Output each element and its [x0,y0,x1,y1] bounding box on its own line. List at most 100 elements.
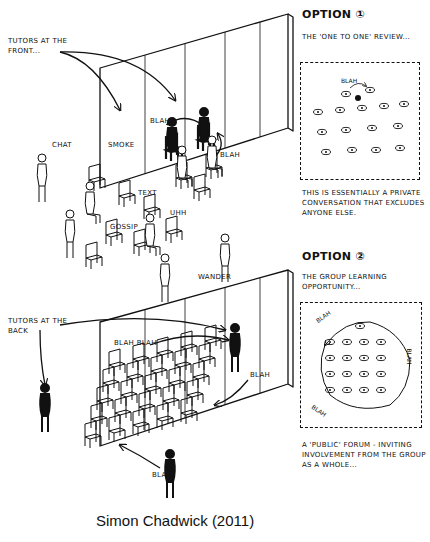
wall-board [100,14,288,188]
annotation-text: BLAH [220,150,260,160]
seat-mark [326,339,335,344]
person-figure [207,136,222,178]
seat-mark [377,371,386,376]
talk-arrow [215,380,248,405]
seat-mark [360,387,369,392]
leader-arrow [60,52,175,100]
plan-inset: BLAH BLAH BLAH [300,302,422,428]
leader-arrow [60,52,120,110]
chair [139,391,155,418]
chair [157,337,173,364]
chair [166,216,182,243]
annotation-text: SMOKE [108,140,148,150]
seat-mark [396,145,405,150]
annotation-text: GOSSIP [110,222,160,232]
chair [181,397,197,424]
annotation-text: WANDER [198,272,248,282]
seat-mark [343,339,352,344]
seat-mark [322,149,331,154]
chair [103,367,119,394]
seat-mark [360,371,369,376]
chair [175,349,191,376]
chair [119,180,135,207]
chair [181,331,197,358]
chair [91,403,107,430]
seat-mark [326,387,335,392]
person-figure [40,384,50,432]
person-figure [230,324,240,372]
seat-mark [394,123,403,128]
leader-arrow [40,330,45,385]
seat-mark [318,129,327,134]
chair [121,379,137,406]
seat-mark [368,125,377,130]
seat-mark [326,355,335,360]
annotation-text: BLAH [250,370,290,380]
caption: Simon Chadwick (2011) [96,512,254,530]
seat-mark [380,103,389,108]
person-figure [65,210,75,258]
annotation-text: TUTORS AT THE FRONT... [8,36,78,56]
seat-mark [314,109,323,114]
seat-mark [348,147,357,152]
annotation-text: BLAH [152,470,192,480]
person-figure [145,214,160,256]
talk-arrow [350,83,366,88]
speech-text: BLAH [310,403,327,418]
annotation-text: A 'PUBLIC' FORUM - INVITING INVOLVEMENT … [302,440,427,470]
chair [133,343,149,370]
annotation-text: THE 'ONE TO ONE' REVIEW... [302,32,422,42]
seat-mark [343,371,352,376]
person-figure [37,154,47,202]
talk-arrow [120,445,160,468]
seat-mark [400,101,409,106]
circular-arrow [321,322,410,408]
chair [151,355,167,382]
annotation-text: TEXT [138,188,178,198]
plan-inset: BLAH [300,62,420,180]
speech-text: BLAH [314,309,331,324]
leader-arrow [60,319,225,330]
seat-mark [342,127,351,132]
wall-board [100,270,288,446]
wall-edge [288,270,293,387]
chair [109,349,125,376]
seat-mark [360,339,369,344]
seat-mark [343,355,352,360]
seat-mark [377,339,386,344]
seat-mark [360,355,369,360]
annotation-text: BLAH BLAH [114,338,184,348]
chair [109,415,125,442]
speech-text: BLAH [406,348,413,364]
chair [85,421,101,448]
chair [157,403,173,430]
tutor-dot [355,95,361,101]
seat-mark [336,107,345,112]
chair [187,379,203,406]
seat-mark [372,147,381,152]
chair [205,325,221,352]
option-heading: OPTION ② [302,250,422,263]
chair [193,361,209,388]
person-figure [160,254,170,302]
seat-mark [366,87,375,92]
annotation-text: THE GROUP LEARNING OPPORTUNITY... [302,272,427,292]
chair [145,373,161,400]
chair [115,397,131,424]
seat-mark [377,355,386,360]
option-heading: OPTION ① [302,8,422,21]
speech-text: BLAH [341,77,357,84]
chair [127,361,143,388]
chair [194,174,210,201]
seat-mark [358,105,367,110]
seat-mark [343,387,352,392]
chair [144,194,160,221]
panel-lines [145,22,260,174]
seat-mark [326,371,335,376]
person-figure [177,146,192,188]
seat-mark [356,323,365,328]
chair [169,367,185,394]
chair [86,242,102,269]
